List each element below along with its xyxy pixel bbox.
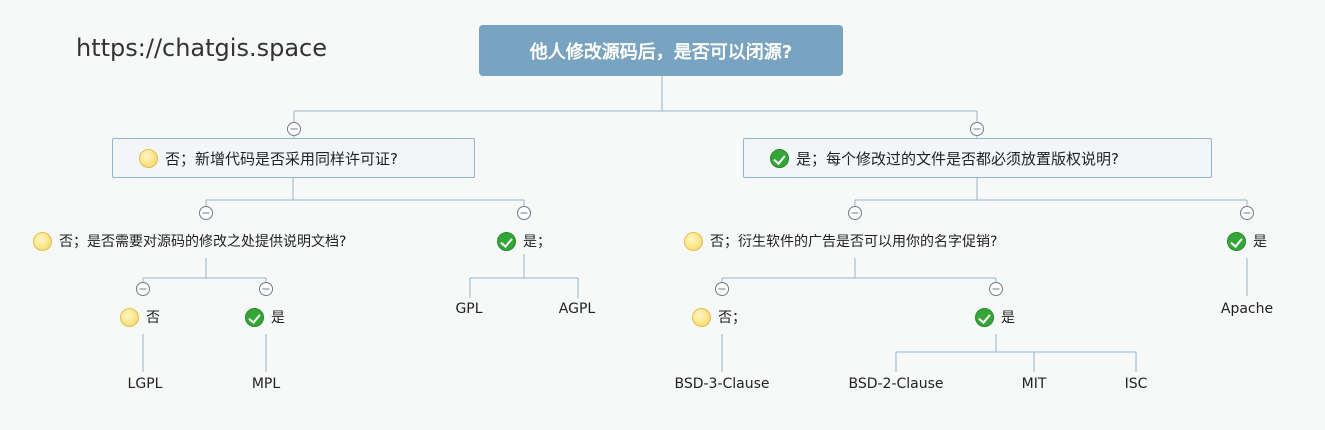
leaf-mit[interactable]: MIT <box>1021 376 1047 392</box>
leaf-bsd-2-clause[interactable]: BSD-2-Clause <box>848 376 944 392</box>
node-right-no-no-label: 否； <box>718 310 746 326</box>
node-left-no-yes[interactable]: 是 <box>245 307 285 327</box>
node-left-no[interactable]: 否；是否需要对源码的修改之处提供说明文档? <box>33 231 346 251</box>
node-left[interactable]: 否；新增代码是否采用同样许可证? <box>112 138 475 178</box>
node-left-yes[interactable]: 是； <box>497 231 551 251</box>
leaf-apache[interactable]: Apache <box>1220 301 1274 317</box>
leaf-bsd-3-clause[interactable]: BSD-3-Clause <box>674 376 770 392</box>
node-left-no-label: 否；是否需要对源码的修改之处提供说明文档? <box>59 234 347 250</box>
node-right-yes[interactable]: 是 <box>1227 231 1267 251</box>
bulb-icon <box>33 231 52 251</box>
node-left-yes-label: 是； <box>523 234 551 250</box>
bulb-icon <box>139 148 158 168</box>
bulb-icon <box>120 307 139 327</box>
node-right-label: 是；每个修改过的文件是否都必须放置版权说明? <box>796 149 1119 168</box>
node-left-no-no[interactable]: 否 <box>120 307 160 327</box>
leaf-gpl[interactable]: GPL <box>455 301 483 317</box>
bulb-icon <box>684 231 703 251</box>
check-icon <box>975 307 994 327</box>
node-right-no-yes-label: 是 <box>1001 310 1015 326</box>
leaf-lgpl[interactable]: LGPL <box>127 376 163 392</box>
leaf-agpl[interactable]: AGPL <box>558 301 596 317</box>
node-right-no-no[interactable]: 否； <box>692 307 746 327</box>
bulb-icon <box>692 307 711 327</box>
node-right-no-yes[interactable]: 是 <box>975 307 1015 327</box>
leaf-mpl[interactable]: MPL <box>251 376 281 392</box>
check-icon <box>497 231 516 251</box>
node-left-no-yes-label: 是 <box>271 310 285 326</box>
node-right-no[interactable]: 否；衍生软件的广告是否可以用你的名字促销? <box>684 231 997 251</box>
check-icon <box>1227 231 1246 251</box>
leaf-isc[interactable]: ISC <box>1124 376 1148 392</box>
node-left-label: 否；新增代码是否采用同样许可证? <box>165 149 398 168</box>
node-right-no-label: 否；衍生软件的广告是否可以用你的名字促销? <box>710 234 998 250</box>
node-right[interactable]: 是；每个修改过的文件是否都必须放置版权说明? <box>743 138 1212 178</box>
check-icon <box>770 148 789 168</box>
root-question[interactable]: 他人修改源码后，是否可以闭源? <box>479 25 843 76</box>
node-right-yes-label: 是 <box>1253 234 1267 250</box>
check-icon <box>245 307 264 327</box>
watermark-url: https://chatgis.space <box>76 34 327 62</box>
node-left-no-no-label: 否 <box>146 310 160 326</box>
